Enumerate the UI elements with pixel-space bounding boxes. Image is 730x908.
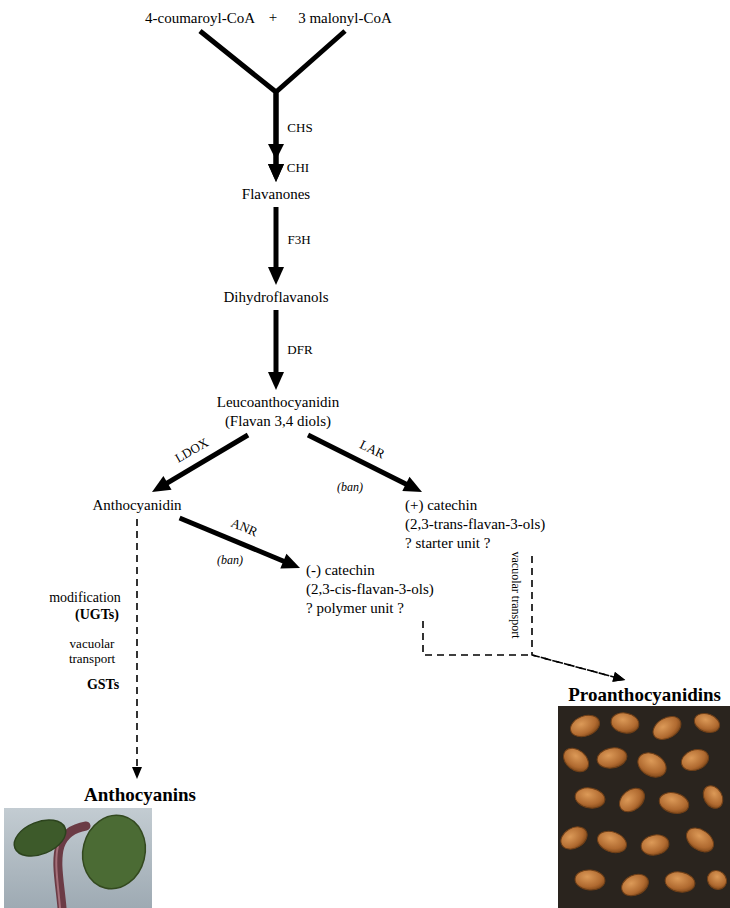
arrow-head [268,164,284,182]
seed [692,710,723,736]
compound-node: Flavanones [239,184,313,205]
pathway-arrow [423,621,625,682]
seed [609,711,640,736]
seed [657,789,691,816]
compound-name: Proanthocyanidins [568,683,721,706]
compound-name: 3 malonyl-CoA [298,9,392,28]
pathway-arrow [152,435,248,492]
seed [704,867,730,894]
hypocotyl-highlight [56,846,60,908]
seed [682,823,718,857]
seedling-photo [4,808,153,908]
arrow-head [132,767,142,779]
arrow-shaft [274,207,279,268]
arrow-shaft [136,519,138,768]
compound-name: Anthocyanidin [92,496,181,515]
annotation-label: vacuolar transport [508,552,522,639]
compound-name: 4-coumaroyl-CoA [145,9,255,28]
arrow-shaft [308,435,407,484]
seed [618,870,652,900]
cotyledon [75,809,153,896]
pathway-arrow [132,519,142,779]
seed [594,827,629,856]
seed [615,783,649,816]
seed [573,786,606,811]
compound-name: (2,3-trans-flavan-3-ols) [405,515,545,534]
annotation-label: CHS [287,121,312,136]
compound-name: (-) catechin [306,561,434,580]
compound-name: ? starter unit ? [405,534,545,553]
compound-node: Anthocyanidin [89,495,184,516]
enzyme-label: F3H [287,233,310,248]
enzyme-label: DFR [287,343,312,358]
arrow-head [402,477,422,492]
photo-ground [558,706,730,908]
seed [559,743,593,776]
compound-node: 3 malonyl-CoA [295,8,395,29]
annotation-label: CHI [287,161,309,176]
seed [678,746,711,774]
enzyme-label: ANR [228,516,259,540]
seed [634,748,671,782]
pathway-arrow [268,310,284,390]
arrow-head [268,164,284,182]
pathway-arrow [268,31,345,182]
arrow-shaft [274,310,279,373]
compound-name: Dihydroflavanols [224,288,329,307]
enzyme-label: LAR [357,438,387,463]
seed [567,711,602,740]
seed [574,869,606,892]
seed [699,782,727,812]
arrow-head [280,554,300,569]
compound-name: Leucoanthocyanidin [217,393,339,412]
compound-node: (+) catechin(2,3-trans-flavan-3-ols)? st… [402,495,548,554]
compound-name: Anthocyanins [84,783,196,806]
compound-node: Leucoanthocyanidin(Flavan 3,4 diols) [214,392,342,432]
enzyme-label: LDOX [173,436,212,467]
arrow-head [268,372,284,390]
annotation-label: vacuolar transport [61,637,123,667]
compound-name: (2,3-cis-flavan-3-ols) [306,580,434,599]
cotyledon [9,813,71,863]
seed-group [557,710,730,900]
compound-name: (Flavan 3,4 diols) [217,412,339,431]
arrow-head [152,476,172,492]
product-heading: Proanthocyanidins [565,682,724,707]
arrow-head [268,267,284,285]
compound-node: (-) catechin(2,3-cis-flavan-3-ols)? poly… [303,560,437,619]
arrow-shaft [200,31,276,165]
annotation-label: GSTs [87,677,119,693]
annotation-label: + [269,9,277,26]
compound-node: 4-coumaroyl-CoA [142,8,258,29]
arrow-shaft [276,31,345,165]
arrow-head [612,672,625,682]
seeds-photo [557,706,730,908]
seed [595,746,628,771]
compound-name: Flavanones [242,185,310,204]
seed [639,833,670,858]
annotation-label: modification [49,590,121,606]
pathway-arrow [308,435,422,492]
compound-name: ? polymer unit ? [306,599,434,618]
pathway-arrow [268,207,284,285]
compound-name: (+) catechin [405,496,545,515]
annotation-label: (UGTs) [75,607,119,623]
pathway-arrow [532,556,625,682]
annotation-label: (ban) [217,554,243,568]
product-heading: Anthocyanins [81,782,199,807]
arrow-shaft [167,435,248,483]
annotation-label: (ban) [337,481,363,495]
pathway-arrow [200,31,284,182]
seed [649,712,685,744]
seed [663,870,696,895]
seed [557,822,591,853]
compound-node: Dihydroflavanols [221,287,332,308]
arrow-head [612,672,625,682]
